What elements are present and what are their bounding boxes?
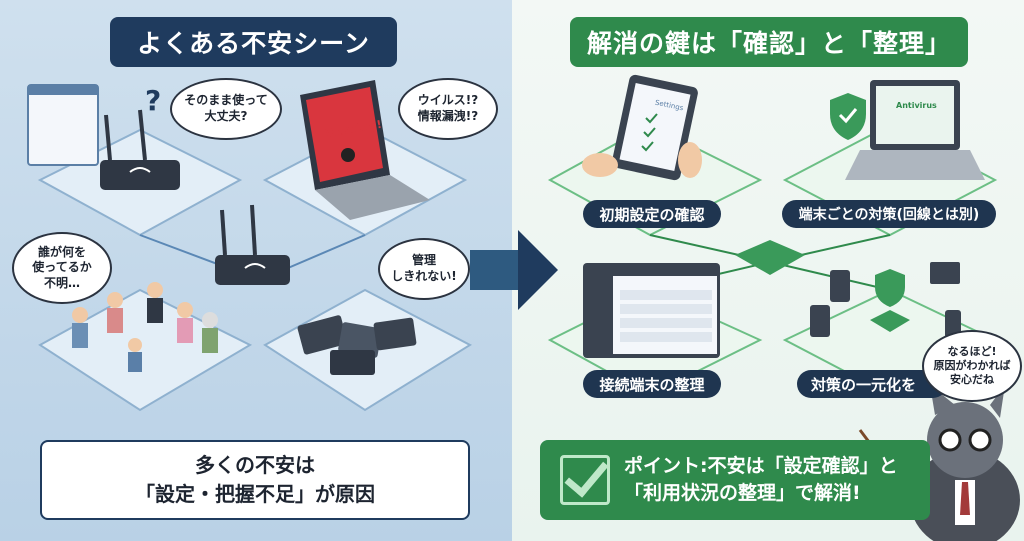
summary-line-1: 多くの不安は	[195, 453, 315, 477]
skull-icon	[341, 148, 355, 162]
device-dashboard-icon	[583, 263, 720, 358]
label-initial-settings: 初期設定の確認	[583, 200, 721, 228]
antivirus-text: Antivirus	[896, 101, 937, 110]
speech-bubble-router: そのまま使って 大丈夫?	[170, 78, 282, 140]
family-people-icon	[72, 282, 218, 372]
family-platform	[38, 288, 253, 412]
hub-icon	[649, 234, 891, 291]
question-mark-icon: ?	[145, 84, 161, 117]
checkbox-check-icon	[560, 455, 610, 505]
router-icon	[100, 109, 180, 190]
point-line-2: 「利用状況の整理」で解消!	[624, 482, 861, 504]
cat-teacher-mascot	[858, 385, 1020, 541]
summary-line-2: 「設定・把握不足」が原因	[135, 482, 375, 506]
cat-speech-bubble: なるほど! 原因がわかれば 安心だね	[922, 330, 1022, 402]
label-device-measures: 端末ごとの対策(回線とは別)	[782, 200, 996, 228]
tablet-settings-icon: Settings	[582, 74, 702, 181]
centralized-devices-icon	[810, 262, 961, 338]
label-centralize: 対策の一元化を	[797, 370, 947, 398]
point-box: ポイント:不安は「設定確認」と 「利用状況の整理」で解消!	[540, 440, 930, 520]
speech-bubble-unmanageable: 管理 しきれない!	[378, 238, 470, 300]
settings-window-icon	[27, 84, 99, 166]
transition-arrow-icon	[470, 230, 558, 310]
problem-title: よくある不安シーン	[110, 17, 397, 67]
solution-title: 解消の鍵は「確認」と「整理」	[570, 17, 968, 67]
device-pile-icon	[297, 315, 417, 375]
problem-summary-box: 多くの不安は 「設定・把握不足」が原因	[40, 440, 470, 520]
speech-bubble-unknown-usage: 誰が何を 使ってるか 不明…	[12, 232, 112, 304]
point-line-1: ポイント:不安は「設定確認」と	[624, 455, 898, 478]
center-router-icon	[139, 204, 366, 285]
antivirus-laptop-icon: Antivirus	[830, 80, 985, 180]
speech-bubble-virus: ウイルス!? 情報漏洩!?	[398, 78, 498, 140]
label-device-organize: 接続端末の整理	[583, 370, 721, 398]
laptop-warning-icon: Warning!	[300, 80, 430, 220]
